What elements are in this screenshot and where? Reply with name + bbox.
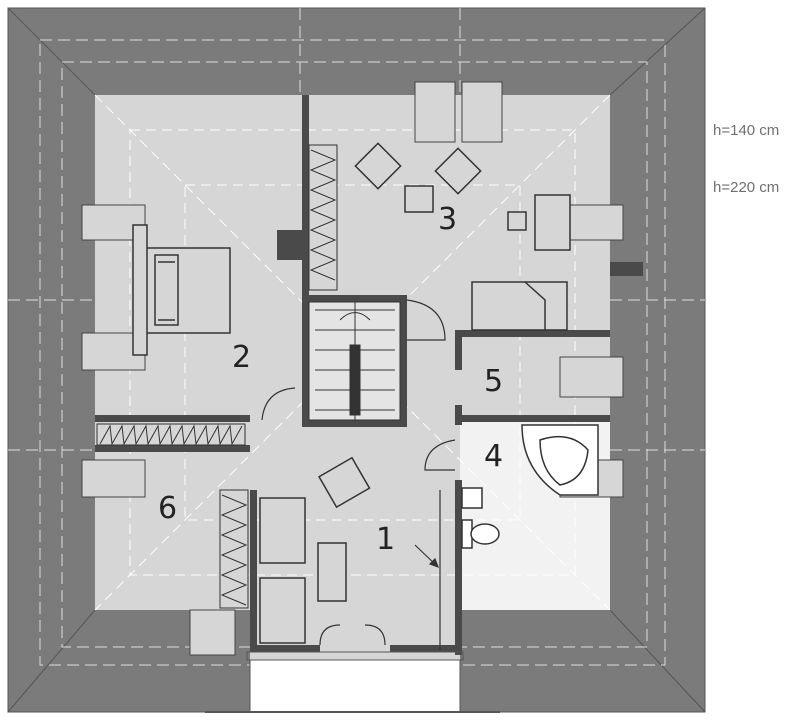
height-label-140: h=140 cm [713,122,780,139]
dormer-frame [246,651,464,661]
sofa-pieces [259,497,347,644]
desk [507,194,571,251]
toilet [461,519,500,549]
room-1-number: 1 [376,522,396,557]
staircase [308,301,401,421]
wardrobe-room-6 [219,489,249,609]
roof-hip-lines [7,7,706,713]
bathtub [521,424,599,496]
wardrobe-room-3 [308,144,338,291]
room-4-number: 4 [484,439,504,474]
room-6-number: 6 [158,491,178,526]
bed [132,224,231,356]
height-label-220: h=220 cm [713,179,780,196]
sink [461,487,483,509]
wardrobe [96,423,246,446]
bed-room-5 [471,281,568,331]
room-3-number: 3 [438,202,458,237]
stair-arrow [414,544,440,569]
room-5-number: 5 [484,364,504,399]
room-2-number: 2 [232,340,252,375]
dormer-landing [249,659,461,713]
doors [261,299,456,650]
interior-walls [95,95,643,655]
armchairs [318,142,482,509]
